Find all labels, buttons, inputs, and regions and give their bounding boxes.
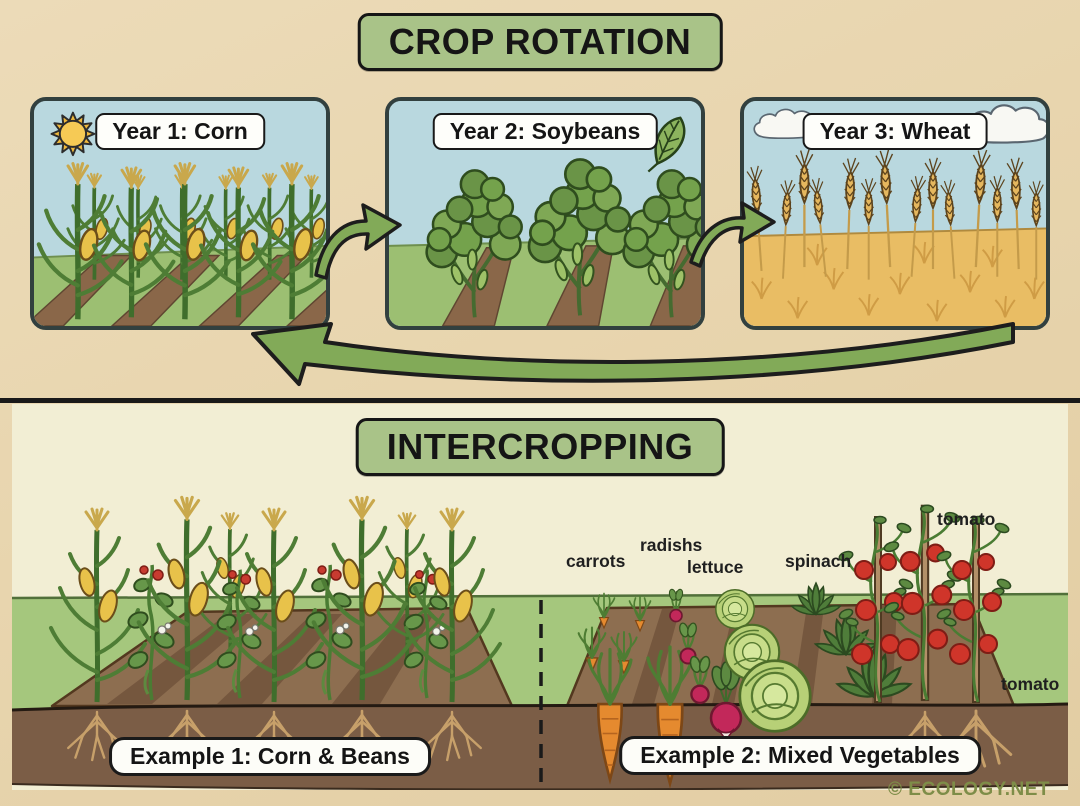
example1-label: Example 1: Corn & Beans	[109, 737, 431, 776]
arrow-year3-to-year1-icon	[251, 322, 1015, 386]
rotation-panel-year3: Year 3: Wheat	[740, 97, 1050, 330]
tomato-label-bottom: tomato	[1001, 674, 1060, 694]
year1-label: Year 1: Corn	[95, 113, 265, 150]
arrow-year2-to-year3-icon	[689, 201, 776, 268]
spinach-label: spinach	[785, 551, 852, 571]
arrow-year1-to-year2-icon	[314, 203, 402, 280]
year2-label: Year 2: Soybeans	[432, 113, 658, 150]
credit-text: © ECOLOGY.NET	[888, 779, 1050, 800]
tomato-label-top: tomato	[937, 509, 996, 529]
intercropping-title: INTERCROPPING	[355, 418, 725, 476]
carrots-label: carrots	[566, 551, 626, 571]
crop-rotation-title: CROP ROTATION	[357, 13, 723, 71]
rotation-panel-year1: Year 1: Corn	[30, 97, 330, 330]
year3-label: Year 3: Wheat	[802, 113, 988, 150]
example2-label: Example 2: Mixed Vegetables	[619, 736, 981, 775]
lettuce-label: lettuce	[687, 557, 744, 577]
rotation-panel-year2: Year 2: Soybeans	[385, 97, 705, 330]
radishes-label: radishs	[640, 535, 703, 555]
section-divider	[0, 398, 1080, 403]
